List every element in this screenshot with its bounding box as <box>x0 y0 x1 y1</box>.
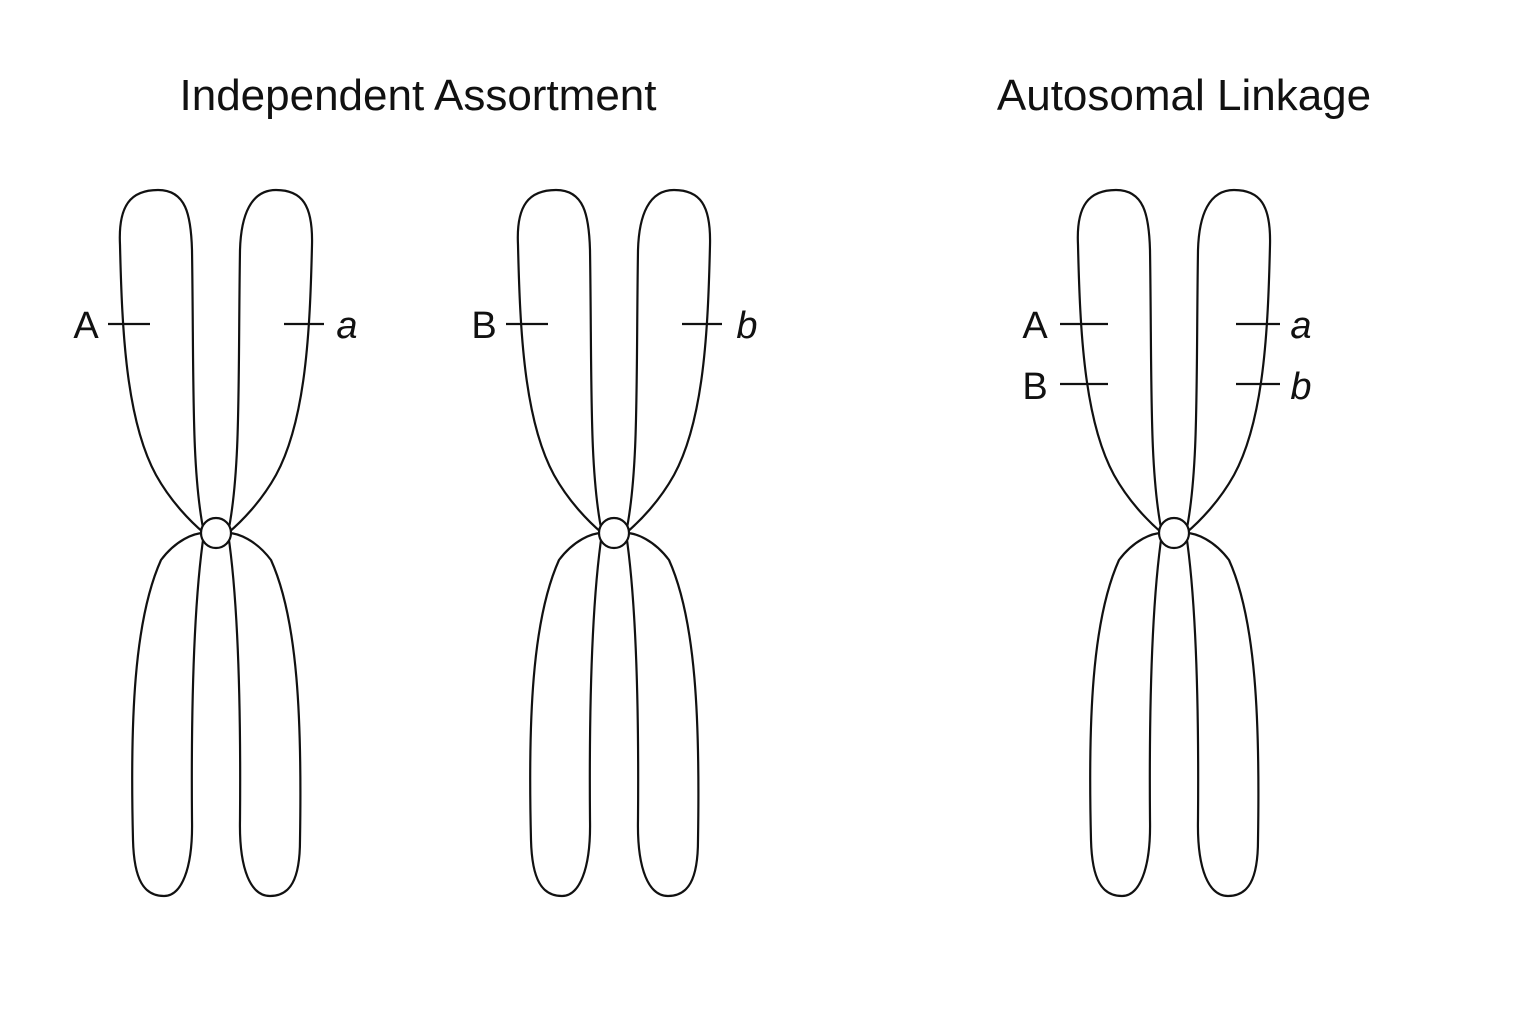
allele-label-dominant-lower: B <box>1022 366 1047 408</box>
chromosome-linked: A a B b <box>1022 188 1312 898</box>
centromere <box>597 516 631 550</box>
chromatid-lower-right <box>1184 531 1260 898</box>
allele-label-recessive-upper: a <box>1290 305 1311 347</box>
allele-label-recessive-lower: b <box>1290 366 1311 408</box>
centromere <box>199 516 233 550</box>
allele-label-recessive: b <box>736 305 757 347</box>
chromatid-lower-left <box>529 531 604 898</box>
chromatid-upper-right <box>1184 188 1272 535</box>
chromosome-a: A a <box>73 188 358 898</box>
centromere <box>1157 516 1191 550</box>
panel-title-independent-assortment: Independent Assortment <box>180 71 657 120</box>
chromatid-upper-right <box>226 188 314 535</box>
chromatid-lower-left <box>131 531 206 898</box>
chromatid-upper-left <box>118 188 206 535</box>
chromosome-b: B b <box>471 188 758 898</box>
allele-label-dominant: B <box>471 305 496 347</box>
allele-label-dominant: A <box>73 305 99 347</box>
chromatid-lower-right <box>624 531 700 898</box>
chromatid-lower-right <box>226 531 302 898</box>
chromatid-upper-right <box>624 188 712 535</box>
allele-label-recessive: a <box>336 305 357 347</box>
allele-label-dominant-upper: A <box>1022 305 1048 347</box>
panel-title-autosomal-linkage: Autosomal Linkage <box>997 71 1371 120</box>
chromatid-lower-left <box>1089 531 1164 898</box>
chromatid-upper-left <box>516 188 604 535</box>
chromatid-upper-left <box>1076 188 1164 535</box>
